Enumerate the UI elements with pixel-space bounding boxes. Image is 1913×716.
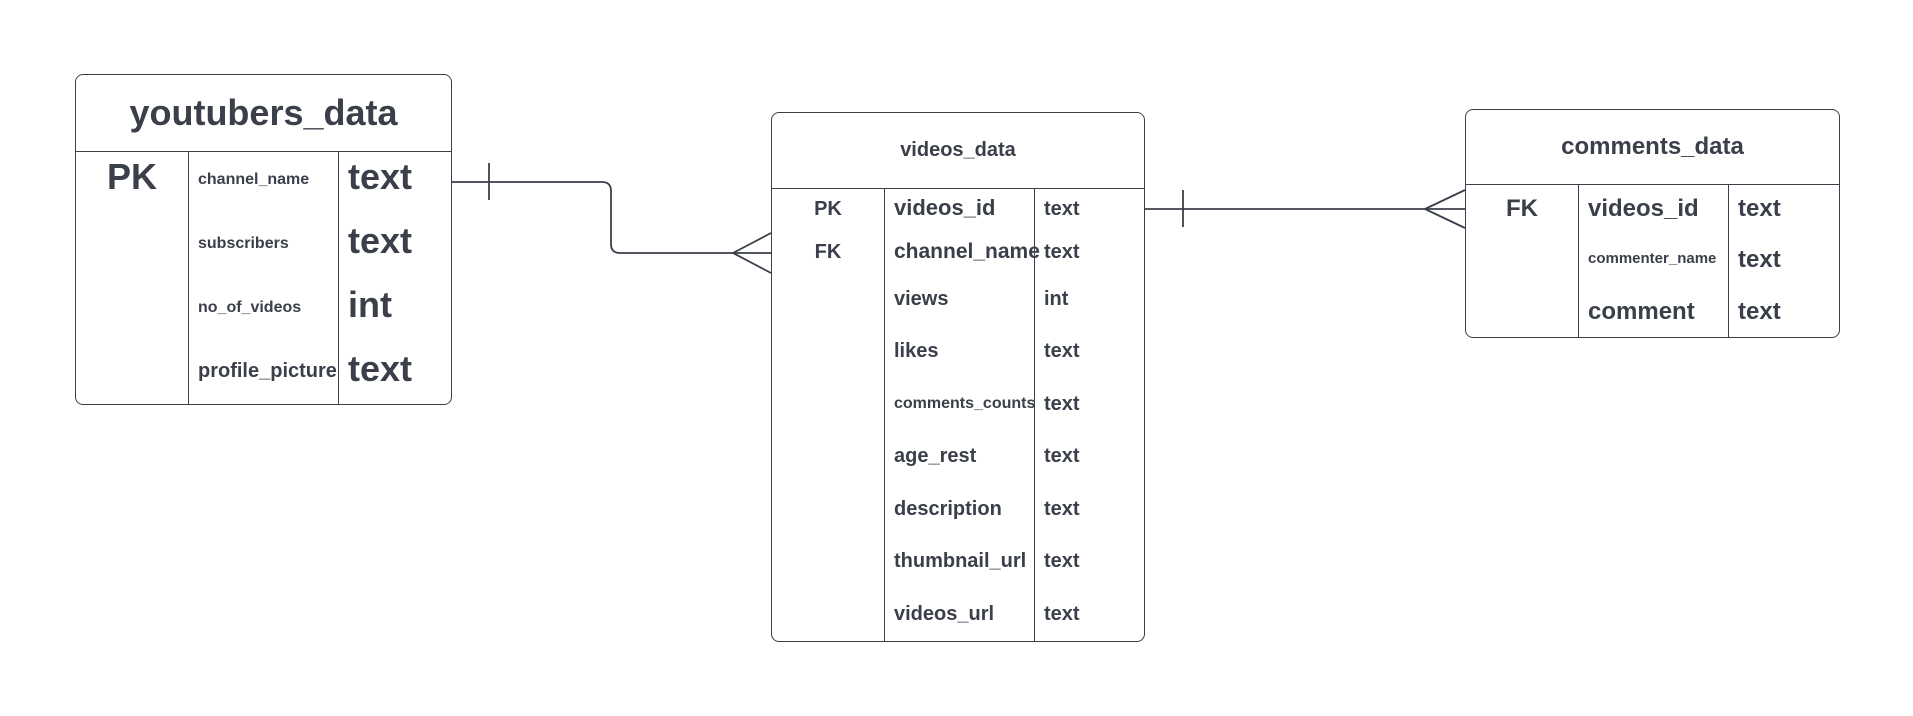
column-name: comment	[1588, 298, 1695, 325]
column-name: channel_name	[894, 240, 1040, 263]
table-comments-data[interactable]: comments_data FK videos_id text commente…	[1465, 109, 1840, 338]
column-name: videos_id	[894, 195, 996, 220]
key-cell: PK	[814, 198, 842, 220]
column-type: int	[1044, 288, 1069, 310]
column-divider	[1034, 189, 1035, 641]
column-type: text	[1044, 445, 1080, 467]
column-type: text	[348, 348, 413, 389]
column-type: text	[1044, 603, 1080, 625]
key-cell: FK	[814, 241, 842, 263]
table-title: youtubers_data	[76, 75, 451, 152]
column-name: subscribers	[198, 235, 289, 252]
column-type: text	[348, 156, 413, 197]
column-type: text	[1738, 298, 1781, 325]
column-divider	[884, 189, 885, 641]
column-name: age_rest	[894, 445, 977, 467]
table-title: videos_data	[772, 113, 1144, 189]
column-name: commenter_name	[1588, 250, 1717, 267]
column-type: text	[1738, 246, 1781, 273]
column-name: views	[894, 288, 949, 310]
column-name: profile_picture	[198, 360, 337, 382]
column-name: description	[894, 498, 1002, 520]
key-cell: PK	[106, 156, 157, 197]
key-cell: FK	[1506, 195, 1538, 222]
column-type: text	[1738, 195, 1781, 222]
column-type: text	[1044, 340, 1080, 362]
table-title: comments_data	[1466, 110, 1839, 185]
column-type: text	[1044, 498, 1080, 520]
table-videos-data[interactable]: videos_data PK videos_id text FK channel…	[771, 112, 1145, 642]
column-name: comments_counts	[894, 395, 1036, 412]
many-marker-videos-upper	[732, 232, 772, 254]
column-name: no_of_videos	[198, 299, 302, 316]
column-type: text	[1044, 550, 1080, 572]
column-name: videos_url	[894, 603, 995, 625]
relationship-youtubers-videos	[452, 181, 771, 254]
column-name: channel_name	[198, 171, 310, 188]
table-youtubers-data[interactable]: youtubers_data PK channel_name text subs…	[75, 74, 452, 405]
column-divider	[1578, 185, 1579, 337]
column-type: text	[348, 220, 413, 261]
column-divider	[1728, 185, 1729, 337]
column-name: videos_id	[1588, 195, 1699, 222]
column-type: int	[348, 284, 392, 325]
many-marker-comments-upper	[1424, 189, 1466, 210]
many-marker-comments-lower	[1424, 208, 1466, 229]
column-type: text	[1044, 198, 1080, 220]
many-marker-videos-lower	[732, 252, 772, 274]
column-name: thumbnail_url	[894, 550, 1027, 572]
column-type: text	[1044, 241, 1080, 263]
column-name: likes	[894, 340, 939, 362]
column-divider	[188, 152, 189, 404]
column-divider	[338, 152, 339, 404]
column-type: text	[1044, 393, 1080, 415]
